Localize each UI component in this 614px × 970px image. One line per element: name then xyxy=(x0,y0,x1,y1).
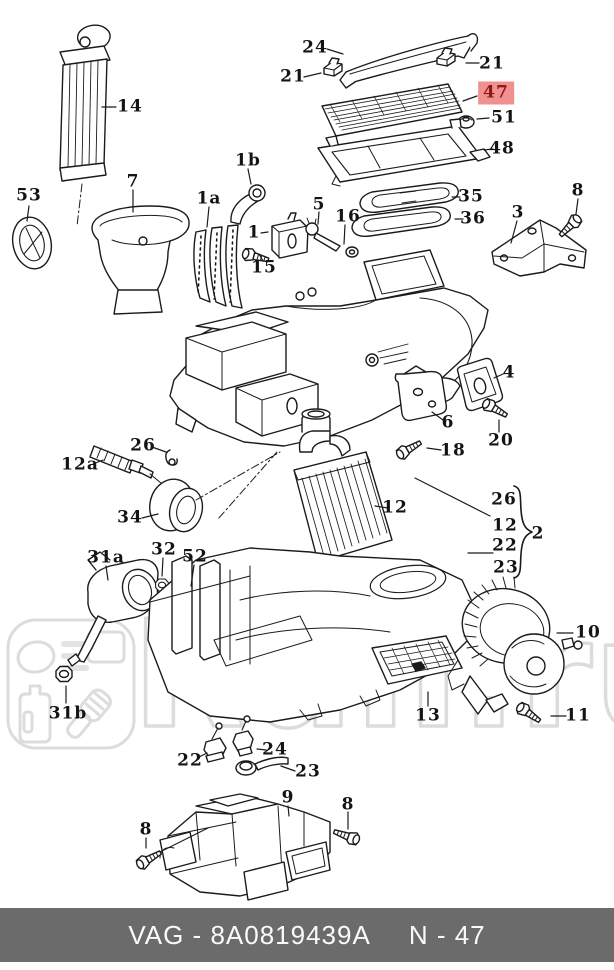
part-grommet-53 xyxy=(11,216,53,270)
watermark-logo xyxy=(6,618,136,750)
part-cover-4 xyxy=(456,357,504,412)
part-label-21-right: 21 xyxy=(479,53,505,74)
part-clip-16 xyxy=(345,246,359,258)
part-blower-motor-10 xyxy=(447,576,583,715)
part-label-52: 52 xyxy=(182,546,208,567)
part-label-26-group: 26 xyxy=(491,489,517,510)
part-lever-1b xyxy=(230,184,266,225)
part-label-7: 7 xyxy=(126,171,140,192)
part-control-module-1 xyxy=(271,212,309,259)
part-label-20: 20 xyxy=(488,430,514,451)
part-label-34: 34 xyxy=(117,507,143,528)
part-label-24-top: 24 xyxy=(302,37,328,58)
part-filter-frame-48 xyxy=(317,118,491,187)
part-label-4: 4 xyxy=(502,362,516,383)
footer-catalog-number: VAG - 8A0819439A xyxy=(128,919,371,950)
part-intake-duct-7 xyxy=(91,205,190,315)
part-label-12-evaporator: 12 xyxy=(382,497,408,518)
part-label-22-group: 22 xyxy=(492,535,518,556)
part-label-18: 18 xyxy=(440,440,466,461)
part-valve-22 xyxy=(203,722,227,763)
assembly-centerlines xyxy=(76,183,281,520)
part-label-21-left: 21 xyxy=(280,66,306,87)
part-gasket-36 xyxy=(351,206,451,238)
part-label-48: 48 xyxy=(489,138,515,159)
part-upper-housing xyxy=(169,249,489,447)
part-sensor-24 xyxy=(232,715,254,757)
part-label-16: 16 xyxy=(335,206,361,227)
part-label-12-group: 12 xyxy=(492,515,518,536)
screw-8-pin-line xyxy=(159,827,209,853)
part-label-5: 5 xyxy=(312,194,326,215)
part-grommet-51 xyxy=(457,115,475,129)
part-label-24-bottom: 24 xyxy=(262,739,288,760)
part-heater-core-14 xyxy=(59,24,111,182)
part-label-8-bottom-left: 8 xyxy=(139,819,153,840)
footer-bar: VAG - 8A0819439A N - 47 xyxy=(0,908,614,962)
part-label-32: 32 xyxy=(151,539,177,560)
part-cowl-strip-24 xyxy=(339,33,479,89)
part-label-31a: 31a xyxy=(87,547,125,568)
part-label-1b: 1b xyxy=(235,150,261,171)
part-label-8-bottom-right: 8 xyxy=(341,794,355,815)
part-lever-23 xyxy=(235,756,289,776)
part-label-14: 14 xyxy=(117,96,143,117)
part-label-2: 2 xyxy=(531,523,545,544)
leader-lines xyxy=(26,48,579,849)
part-flap-fins-1a xyxy=(193,224,243,309)
part-evaporator-12 xyxy=(293,408,393,563)
part-bracket-6 xyxy=(394,365,448,422)
part-label-47: 47 xyxy=(478,81,514,105)
part-label-8-top-right: 8 xyxy=(571,180,585,201)
part-drain-funnel-31a xyxy=(67,551,159,667)
part-label-15: 15 xyxy=(251,257,277,278)
part-label-31b: 31b xyxy=(48,703,88,724)
part-label-35: 35 xyxy=(458,186,484,207)
part-label-11: 11 xyxy=(565,705,591,726)
group-2-brace xyxy=(414,477,533,579)
part-cable-12a xyxy=(89,445,179,498)
part-label-26-left: 26 xyxy=(130,435,156,456)
part-label-1: 1 xyxy=(247,222,261,243)
part-grille-13 xyxy=(371,635,463,685)
part-grommet-34 xyxy=(149,478,204,533)
part-label-23-group: 23 xyxy=(493,557,519,578)
part-cabin-filter-47 xyxy=(321,83,463,137)
part-label-1a: 1a xyxy=(196,188,222,209)
part-label-9: 9 xyxy=(281,787,295,808)
part-label-23-bottom: 23 xyxy=(295,761,321,782)
part-gasket-35 xyxy=(359,182,459,214)
part-label-6: 6 xyxy=(441,412,455,433)
part-label-3: 3 xyxy=(511,202,525,223)
part-label-12a: 12a xyxy=(61,454,99,475)
part-label-53: 53 xyxy=(16,185,42,206)
part-label-22-bottom: 22 xyxy=(177,750,203,771)
part-label-13: 13 xyxy=(415,705,441,726)
part-bottom-housing-9 xyxy=(159,793,331,901)
exploded-diagram xyxy=(11,24,587,901)
footer-sheet-number: N - 47 xyxy=(408,919,486,950)
part-clip-26-left xyxy=(165,449,178,466)
part-label-51: 51 xyxy=(491,107,517,128)
part-label-10: 10 xyxy=(575,622,601,643)
part-sensor-5 xyxy=(305,217,341,252)
part-label-36: 36 xyxy=(460,208,486,229)
